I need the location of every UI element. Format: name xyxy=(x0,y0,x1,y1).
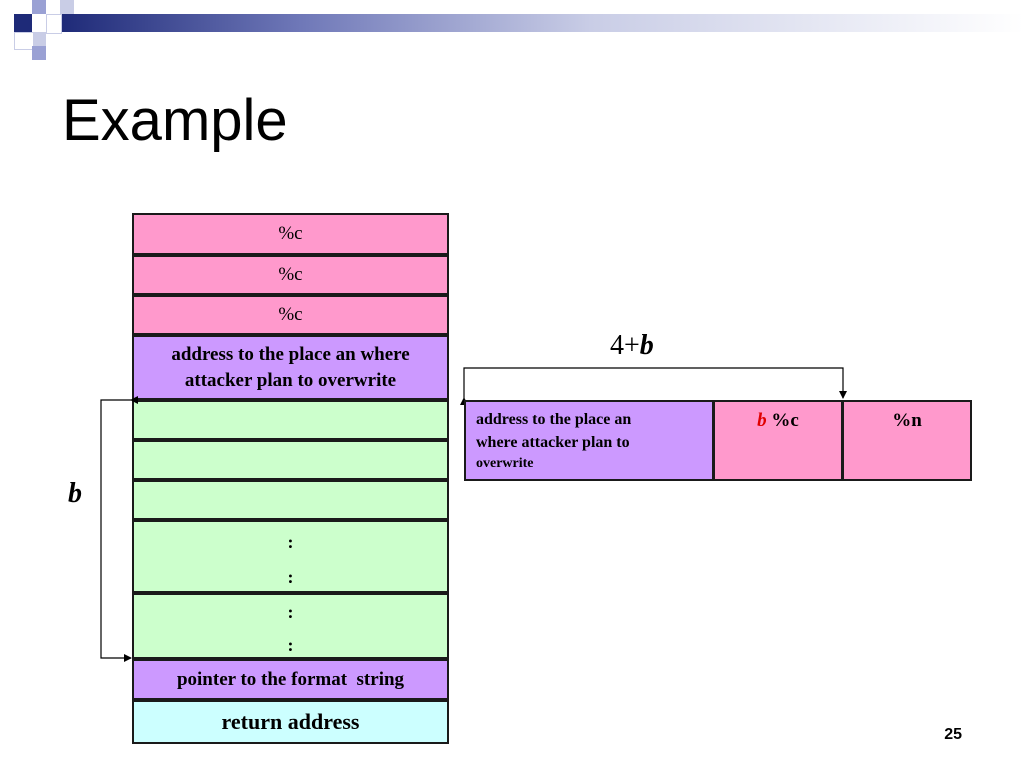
slide-title: Example xyxy=(62,88,288,153)
b-red-label: b xyxy=(757,410,767,431)
four-plus-b-label: 4+b xyxy=(610,330,654,362)
colon-mark: : xyxy=(287,602,294,622)
b-length-label: b xyxy=(68,478,82,509)
format-address-line-1: address to the place an xyxy=(476,411,632,428)
four-plus-text: 4+ xyxy=(610,330,640,361)
stack-cell-gap-1 xyxy=(132,400,449,440)
stack-cell-pct-c-2: %c xyxy=(132,255,449,295)
stack-cell-gap-colons-2: : : xyxy=(132,593,449,659)
page-number: 25 xyxy=(944,726,962,743)
stack-cell-pct-c-3: %c xyxy=(132,295,449,335)
colon-mark: : xyxy=(287,635,294,655)
four-plus-b-bracket-arrow xyxy=(460,367,847,405)
stack-cell-gap-colons-1: : : xyxy=(132,520,449,593)
stack-cell-pct-c-1: %c xyxy=(132,213,449,255)
format-address-line-2: where attacker plan to xyxy=(476,434,630,452)
format-address-line-3: overwrite xyxy=(476,456,534,472)
header-gradient-band xyxy=(60,14,1024,32)
format-cell-pct-n: %n xyxy=(842,400,972,481)
format-cell-address: address to the place an where attacker p… xyxy=(464,400,714,481)
colon-mark: : xyxy=(287,532,294,552)
target-address-line-2: attacker plan to overwrite xyxy=(184,369,397,391)
b-text: b xyxy=(639,330,654,361)
target-address-line-1: address to the place an where xyxy=(171,343,410,365)
b-bracket-arrow xyxy=(100,396,138,662)
stack-cell-gap-2 xyxy=(132,440,449,480)
pct-c-label: %c xyxy=(766,410,799,431)
format-cell-b-pct-c: b %c xyxy=(713,400,843,481)
stack-cell-target-address: address to the place an where attacker p… xyxy=(132,335,449,400)
colon-mark: : xyxy=(287,567,294,587)
header-squares-logo xyxy=(0,0,80,64)
stack-cell-format-pointer: pointer to the format string xyxy=(132,659,449,700)
stack-cell-return-address: return address xyxy=(132,700,449,744)
stack-cell-gap-3 xyxy=(132,480,449,520)
